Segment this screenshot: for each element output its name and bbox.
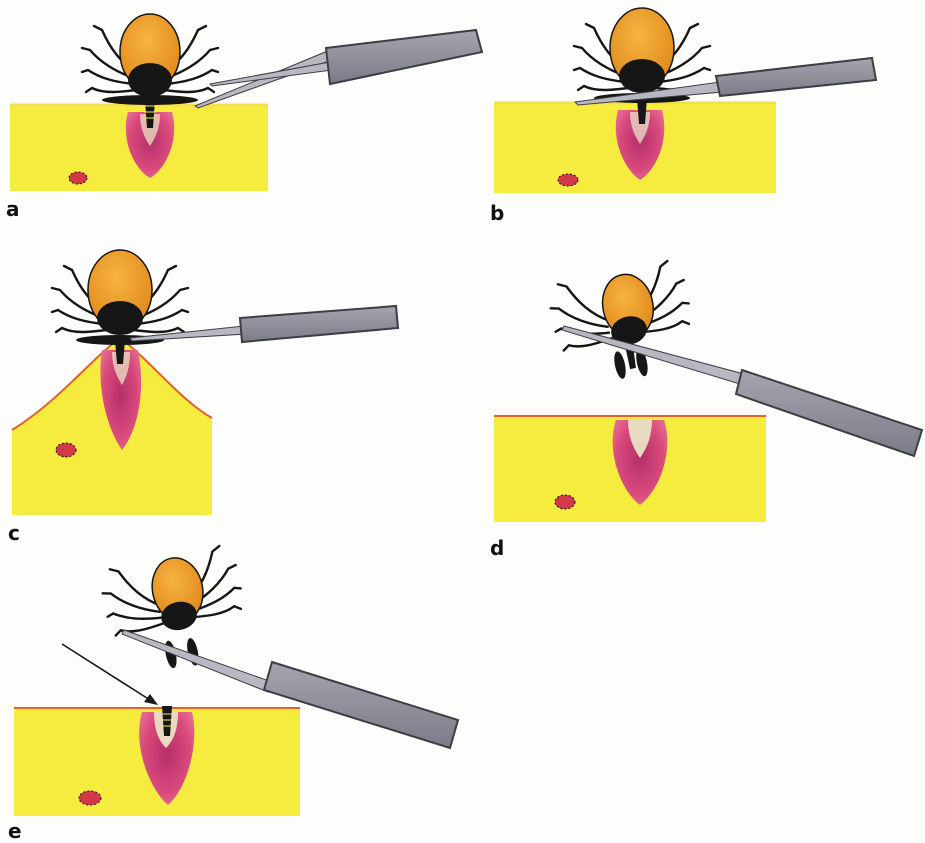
panel-c: c bbox=[8, 250, 398, 545]
skin-section-icon bbox=[10, 105, 268, 191]
skin-section-icon bbox=[14, 706, 300, 816]
panel-e: e bbox=[8, 543, 458, 843]
tick-icon bbox=[98, 543, 254, 681]
skin-section-icon bbox=[494, 103, 776, 193]
panel-b: b bbox=[490, 8, 876, 225]
tick-icon bbox=[546, 258, 701, 392]
panel-label-c: c bbox=[8, 521, 20, 545]
panel-label-e: e bbox=[8, 819, 22, 843]
tweezers-icon bbox=[195, 30, 482, 108]
panel-label-d: d bbox=[490, 536, 504, 560]
skin-section-icon bbox=[494, 416, 766, 522]
tweezers-icon bbox=[130, 306, 398, 342]
arrow-icon bbox=[62, 644, 158, 705]
panel-label-b: b bbox=[490, 201, 504, 225]
tick-icon bbox=[52, 250, 188, 364]
panel-a: a bbox=[6, 14, 482, 221]
skin-section-icon bbox=[12, 338, 212, 515]
panel-d: d bbox=[490, 258, 922, 560]
panel-label-a: a bbox=[6, 197, 20, 221]
